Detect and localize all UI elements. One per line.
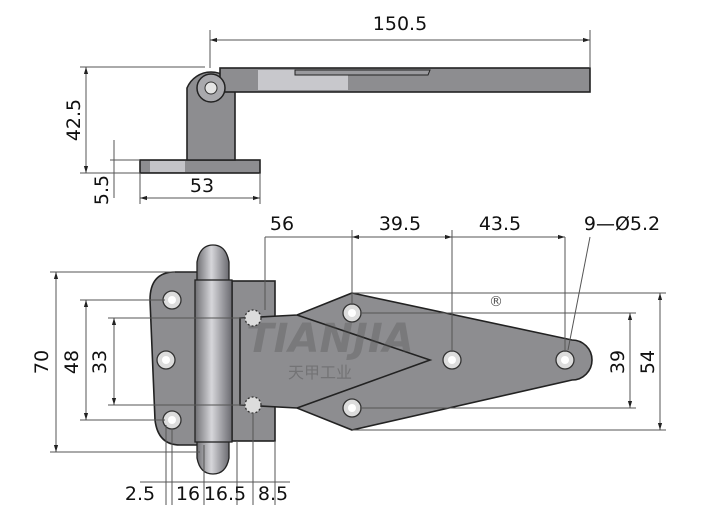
hinge-knuckle xyxy=(194,279,233,443)
dim-hole-spacing-2: 39.5 xyxy=(379,213,421,235)
top-view: 150.5 42.5 5.5 53 xyxy=(63,13,591,205)
svg-text:TIANJIA: TIANJIA xyxy=(246,316,413,362)
dim-base-thickness: 5.5 xyxy=(91,175,113,205)
pin-ends xyxy=(196,244,230,475)
leaf-step xyxy=(294,69,431,76)
dim-leaf-width: 54 xyxy=(637,350,659,374)
registered-mark: ® xyxy=(489,294,503,310)
dim-bottom-1: 2.5 xyxy=(125,483,155,505)
dim-hole-spacing-3: 43.5 xyxy=(479,213,521,235)
dim-height: 42.5 xyxy=(63,99,85,141)
dim-bottom-3: 16.5 xyxy=(204,483,246,505)
watermark: TIANJIA 天甲工业 xyxy=(246,316,413,382)
dim-right-hole-span: 39 xyxy=(607,350,629,374)
base-highlight xyxy=(150,161,185,172)
svg-text:天甲工业: 天甲工业 xyxy=(288,363,352,382)
dim-bottom-2: 16 xyxy=(176,483,200,505)
dim-bottom-4: 8.5 xyxy=(258,483,288,505)
right-leaf xyxy=(239,292,593,431)
dim-plate-hole-span: 33 xyxy=(89,350,111,374)
leaf-ridge xyxy=(296,314,433,409)
dim-left-hole-span: 48 xyxy=(61,350,83,374)
dim-overall-length: 150.5 xyxy=(373,13,427,35)
front-view: TIANJIA 天甲工业 ® 56 39.5 43.5 9—Ø5.2 xyxy=(31,213,666,505)
dim-base-width: 53 xyxy=(190,175,214,197)
dim-hole-spacing-1: 56 xyxy=(270,213,294,235)
pin-head xyxy=(204,81,218,95)
dim-overall-height: 70 xyxy=(31,350,53,374)
mounting-holes xyxy=(156,290,575,430)
hole-callout: 9—Ø5.2 xyxy=(584,213,660,235)
